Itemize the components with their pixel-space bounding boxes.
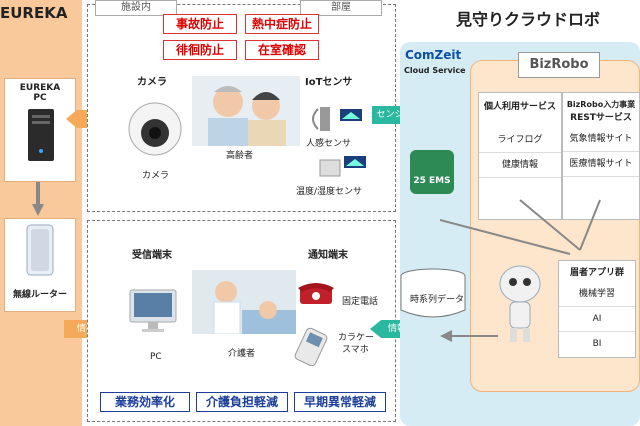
left-arrow-icon <box>440 330 498 342</box>
motion-sensor-label: 人感センサ <box>306 139 352 149</box>
phone-icon <box>298 283 334 304</box>
list-item: 医療情報サイト <box>563 152 639 177</box>
tab-facility: 施設内 <box>95 0 177 16</box>
camera-icon <box>128 102 182 156</box>
wireless-router-icon <box>26 224 54 276</box>
eureka-pc-label-2: PC <box>33 93 47 103</box>
app-group-box: 眉者アプリ群 機械学習 AI BI <box>558 260 636 358</box>
rest-heading-2: RESTサービス <box>570 113 632 123</box>
motion-sensor-icon <box>312 107 362 131</box>
router-label: 無線ルーター <box>12 290 67 300</box>
database-icon <box>400 268 466 318</box>
goal-wandering-prevention: 徘徊防止 <box>163 40 237 60</box>
eureka-pc-box: EUREKA PC <box>4 78 76 182</box>
mobile-label-1: カラケー <box>338 333 375 343</box>
elderly-couple-photo <box>192 76 300 146</box>
goal-early-anomaly: 早期異常軽減 <box>294 392 386 412</box>
camera-label: カメラ <box>142 171 170 181</box>
goal-heatstroke-prevention: 熱中症防止 <box>245 14 319 34</box>
caregiver-photo <box>192 270 296 334</box>
caregiver-label: 介護者 <box>228 349 256 359</box>
goal-work-efficiency: 業務効率化 <box>100 392 190 412</box>
ems-icon: 25 EMS <box>410 150 454 194</box>
comzeit-logo: ComZeit <box>405 48 462 62</box>
goal-presence-check: 在室確認 <box>245 40 319 60</box>
list-item: ライフログ <box>479 128 561 153</box>
list-item: 健康情報 <box>479 153 561 178</box>
list-item: AI <box>559 307 635 332</box>
eureka-title: EUREKA <box>0 4 68 22</box>
eureka-panel <box>0 0 82 426</box>
goal-care-burden-reduction: 介護負担軽減 <box>196 392 288 412</box>
timeseries-label: 時系列データ <box>410 295 465 305</box>
temperature-sensor-icon <box>319 156 366 177</box>
rest-heading-1: BizRobo入力事業 <box>566 100 636 109</box>
down-arrow-icon <box>32 182 44 216</box>
list-item: 機械学習 <box>559 282 635 307</box>
ems-label: 25 EMS <box>413 176 451 186</box>
personal-service-box: 個人利用サービス ライフログ 健康情報 <box>478 92 562 220</box>
data-flow-arrows <box>440 199 601 255</box>
notify-terminal-heading: 通知端末 <box>308 250 348 261</box>
elderly-label: 高齢者 <box>226 151 254 161</box>
eureka-pc-label-1: EUREKA <box>19 83 61 93</box>
cloud-title: 見守りクラウドロボ <box>456 10 601 29</box>
phone-label: 固定電話 <box>342 297 379 307</box>
list-item: 気象情報サイト <box>563 127 639 152</box>
sensing-arrow-label: センシング <box>376 110 422 120</box>
bizrobo-title: BizRobo <box>518 52 600 78</box>
temperature-sensor-label: 温度/湿度センサ <box>296 187 363 197</box>
personal-service-heading: 個人利用サービス <box>483 102 556 112</box>
mobile-phone-icon <box>294 327 328 366</box>
iot-sensor-heading: IoTセンサ <box>305 77 353 88</box>
camera-heading: カメラ <box>137 77 167 88</box>
comzeit-subtitle: Cloud Service <box>404 66 466 75</box>
app-group-heading: 眉者アプリ群 <box>569 268 624 278</box>
desktop-pc-icon <box>28 109 54 161</box>
mobile-label-2: スマホ <box>342 345 369 355</box>
goal-accident-prevention: 事故防止 <box>163 14 237 34</box>
list-item: BI <box>592 339 602 349</box>
eureka-router-box: 無線ルーター <box>4 218 76 312</box>
tab-room: 部屋 <box>300 0 382 16</box>
robot-mascot-icon <box>499 265 541 342</box>
pc-label: PC <box>150 352 162 362</box>
receive-terminal-heading: 受信端末 <box>132 250 172 261</box>
imac-icon <box>129 289 177 332</box>
